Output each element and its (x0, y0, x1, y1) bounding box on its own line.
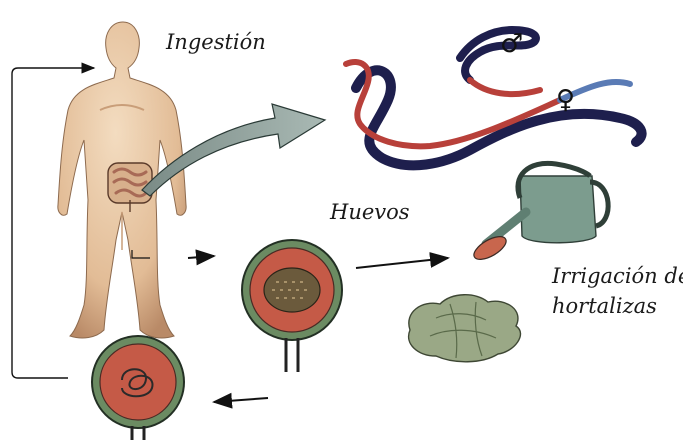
adult-worms (346, 30, 642, 165)
arrow-to-embryonated-egg (214, 398, 268, 402)
male-symbol: ♂ (500, 29, 523, 59)
label-irrigation-line2: hortalizas (552, 294, 657, 318)
label-eggs: Huevos (330, 200, 410, 224)
female-symbol: ♀ (556, 85, 575, 115)
label-irrigation-line1: Irrigación de (552, 264, 683, 288)
lettuce-icon (409, 295, 521, 362)
arrow-egg-to-can (356, 258, 448, 268)
egg-embryonated (92, 336, 184, 440)
label-ingestion: Ingestión (166, 30, 266, 54)
egg-center (242, 240, 342, 372)
watering-can-icon (470, 163, 608, 264)
arrow-to-egg-center (188, 256, 214, 258)
